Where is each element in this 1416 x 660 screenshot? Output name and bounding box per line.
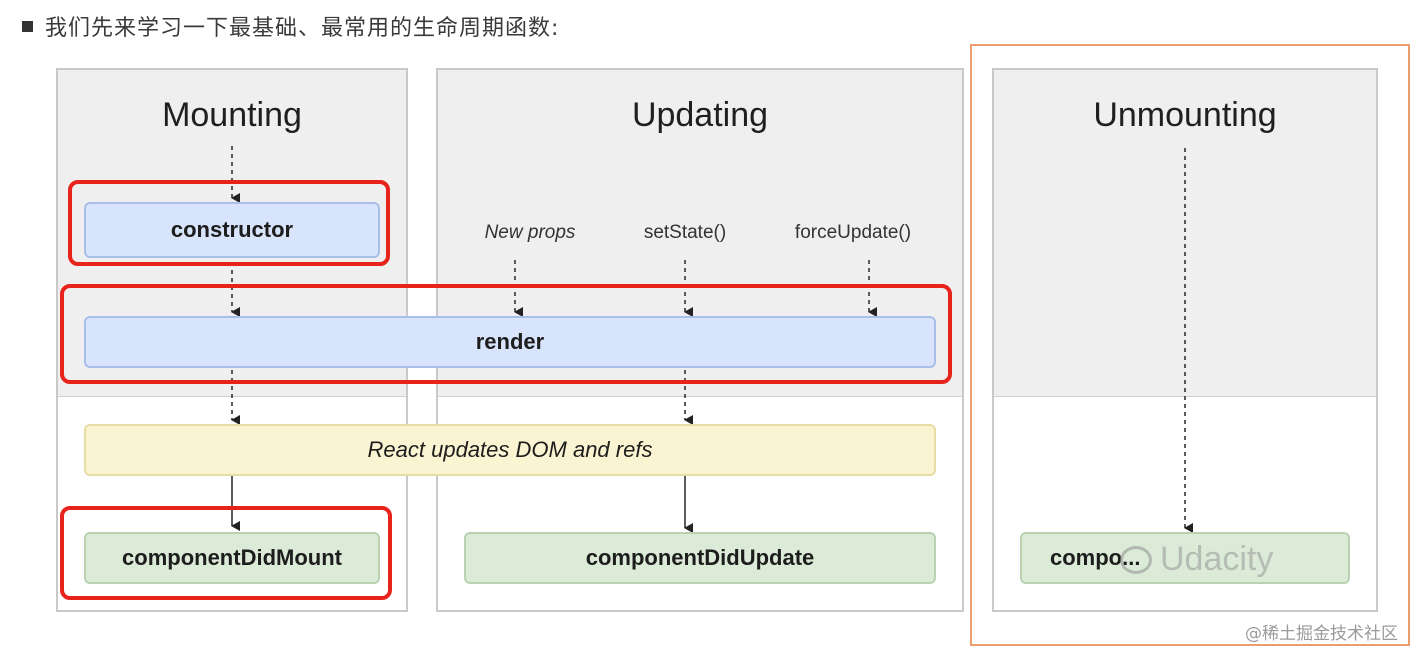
- did-mount-highlight: [60, 506, 392, 600]
- updating-title: Updating: [631, 96, 769, 134]
- mounting-title: Mounting: [162, 96, 302, 134]
- set-state-label: setState(): [643, 222, 727, 243]
- heading-text: 我们先来学习一下最基础、最常用的生命周期函数:: [45, 16, 560, 41]
- footer-credit: @稀土掘金技术社区: [1245, 624, 1398, 644]
- component-did-update-box: componentDidUpdate: [464, 532, 936, 584]
- render-box: render: [84, 316, 936, 368]
- chat-bubble-icon: [1120, 545, 1152, 574]
- watermark-text: Udacity: [1160, 540, 1274, 578]
- square-bullet-icon: [22, 20, 33, 32]
- panel-divider: [438, 396, 962, 397]
- constructor-box: constructor: [84, 202, 380, 258]
- unmounting-highlight-frame: [970, 44, 1410, 646]
- unmounting-title: Unmounting: [1093, 96, 1277, 134]
- new-props-label: New props: [484, 222, 576, 243]
- constructor-highlight: [68, 180, 390, 266]
- page-heading: 我们先来学习一下最基础、最常用的生命周期函数:: [22, 10, 559, 42]
- react-updates-box: React updates DOM and refs: [84, 424, 936, 476]
- udacity-watermark: Udacity: [1120, 540, 1273, 579]
- render-highlight: [60, 284, 952, 384]
- force-update-label: forceUpdate(): [794, 222, 912, 243]
- component-did-mount-box: componentDidMount: [84, 532, 380, 584]
